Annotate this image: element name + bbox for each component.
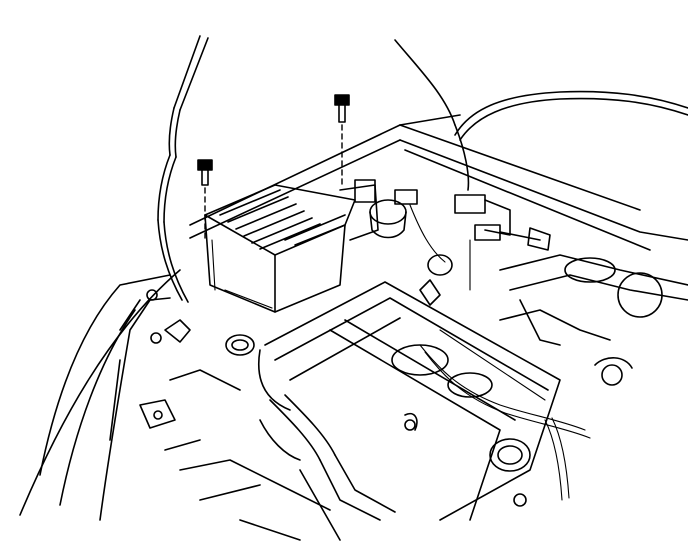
bolt-left: [197, 159, 213, 241]
valve-cover: [258, 281, 561, 521]
firewall-components: [394, 189, 551, 291]
relay-box: [204, 179, 379, 313]
hood-prop-rod: [157, 35, 209, 303]
oil-filler-port: [225, 334, 255, 356]
intake-manifold: [499, 254, 688, 386]
hood-outline: [19, 39, 470, 516]
left-fender: [39, 274, 191, 521]
cowl-panel: [189, 114, 688, 251]
radiator-support: [139, 369, 331, 511]
spark-plug-wires: [419, 329, 591, 501]
bolt-right: [334, 94, 350, 186]
wiring-harness: [454, 90, 688, 141]
reservoir: [369, 199, 453, 306]
coolant-hoses: [239, 394, 396, 541]
